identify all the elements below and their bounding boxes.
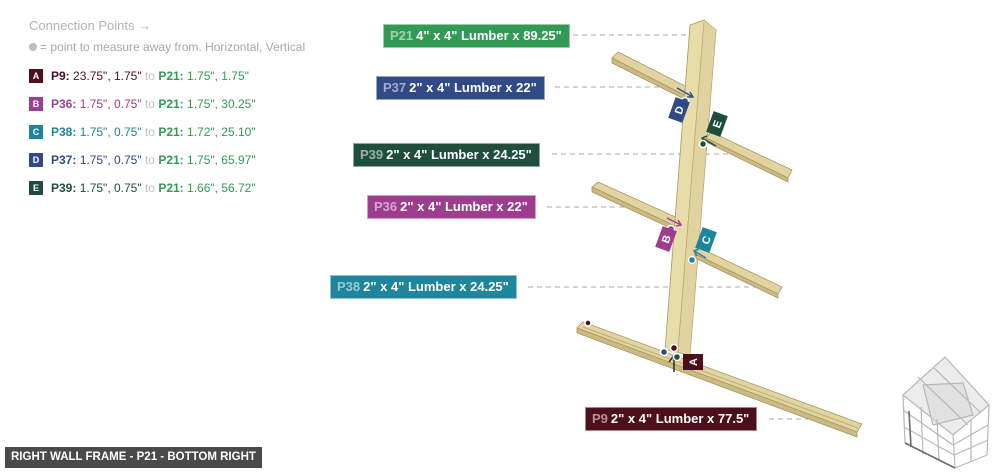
target-id: P21: [158, 181, 184, 195]
lumber-p38[interactable] [694, 247, 783, 299]
target-coords: 1.75", 30.25" [187, 97, 256, 111]
lumber-p37[interactable] [611, 51, 696, 103]
point-e[interactable] [698, 139, 708, 149]
part-id: P9: [51, 69, 70, 83]
badge-d: D [29, 153, 43, 167]
badge-b: B [29, 97, 43, 111]
part-coords: 1.75", 0.75" [79, 97, 142, 111]
marker-e[interactable]: E [706, 111, 728, 137]
to-text: to [144, 97, 155, 111]
badge-c: C [29, 125, 43, 139]
target-coords: 1.75", 1.75" [187, 69, 249, 83]
measure-point-dot-icon [29, 43, 37, 51]
target-coords: 1.72", 25.10" [187, 125, 256, 139]
part-desc: 2" x 4" Lumber x 22" [400, 199, 528, 214]
part-id: P39 [360, 147, 384, 162]
part-desc: 4" x 4" Lumber x 89.25" [416, 28, 562, 43]
legend-note: = point to measure away from. Horizontal… [29, 37, 305, 57]
target-id: P21: [158, 125, 184, 139]
part-id: P36 [374, 199, 398, 214]
view-caption: RIGHT WALL FRAME - P21 - BOTTOM RIGHT [5, 447, 262, 468]
part-id: P38: [51, 125, 77, 139]
to-text: to [144, 153, 155, 167]
structure-thumbnail[interactable] [893, 355, 996, 470]
point-a[interactable] [669, 343, 679, 353]
marker-b[interactable]: B [655, 226, 677, 252]
part-desc: 2" x 4" Lumber x 24.25" [363, 279, 509, 294]
part-coords: 23.75", 1.75" [73, 69, 142, 83]
connection-row-e: E P39: 1.75", 0.75" to P21: 1.66", 56.72" [29, 180, 256, 196]
connection-row-c: C P38: 1.75", 0.75" to P21: 1.72", 25.10" [29, 124, 256, 140]
marker-tags: D E B C A [655, 97, 728, 370]
target-id: P21: [158, 69, 184, 83]
lumber-p9[interactable] [576, 321, 863, 438]
part-id: P39: [51, 181, 77, 195]
part-id: P21 [390, 28, 414, 43]
connection-row-b: B P36: 1.75", 0.75" to P21: 1.75", 30.25" [29, 96, 256, 112]
part-id: P36: [51, 97, 77, 111]
target-coords: 1.66", 56.72" [187, 181, 256, 195]
svg-text:C: C [700, 235, 714, 247]
lumber-p21[interactable] [664, 19, 717, 356]
point-p9-end[interactable] [584, 319, 592, 327]
part-desc: 2" x 4" Lumber x 22" [409, 80, 537, 95]
to-text: to [144, 69, 155, 83]
connection-row-d: D P37: 1.75", 0.75" to P21: 1.75", 65.97" [29, 152, 256, 168]
part-desc: 2" x 4" Lumber x 77.5" [610, 411, 750, 426]
marker-c[interactable]: C [695, 227, 717, 253]
target-id: P21: [158, 97, 184, 111]
point-c[interactable] [687, 255, 697, 265]
part-coords: 1.75", 0.75" [79, 125, 142, 139]
part-desc: 2" x 4" Lumber x 24.25" [386, 147, 532, 162]
svg-text:B: B [660, 234, 674, 246]
part-id: P37 [383, 80, 407, 95]
part-coords: 1.75", 0.75" [79, 153, 142, 167]
lumber-p39[interactable] [705, 131, 793, 183]
point-a-blue[interactable] [659, 347, 669, 357]
part-id: P37: [51, 153, 77, 167]
svg-text:A: A [688, 358, 700, 366]
svg-text:E: E [711, 119, 725, 130]
connection-legend: Connection Points → = point to measure a… [29, 16, 305, 57]
part-coords: 1.75", 0.75" [79, 181, 142, 195]
marker-d[interactable]: D [668, 97, 690, 123]
part-id: P9 [592, 411, 608, 426]
measure-points [584, 96, 708, 362]
part-id: P38 [337, 279, 361, 294]
badge-e: E [29, 181, 43, 195]
connection-row-a: A P9: 23.75", 1.75" to P21: 1.75", 1.75" [29, 68, 249, 84]
target-id: P21: [158, 153, 184, 167]
marker-a[interactable]: A [683, 354, 703, 370]
svg-text:D: D [673, 105, 687, 117]
legend-title: Connection Points → [29, 18, 152, 33]
to-text: to [144, 125, 155, 139]
point-a-green[interactable] [672, 352, 682, 362]
to-text: to [144, 181, 155, 195]
target-coords: 1.75", 65.97" [187, 153, 256, 167]
badge-a: A [29, 69, 43, 83]
legend-note-text: = point to measure away from. Horizontal… [40, 40, 306, 54]
